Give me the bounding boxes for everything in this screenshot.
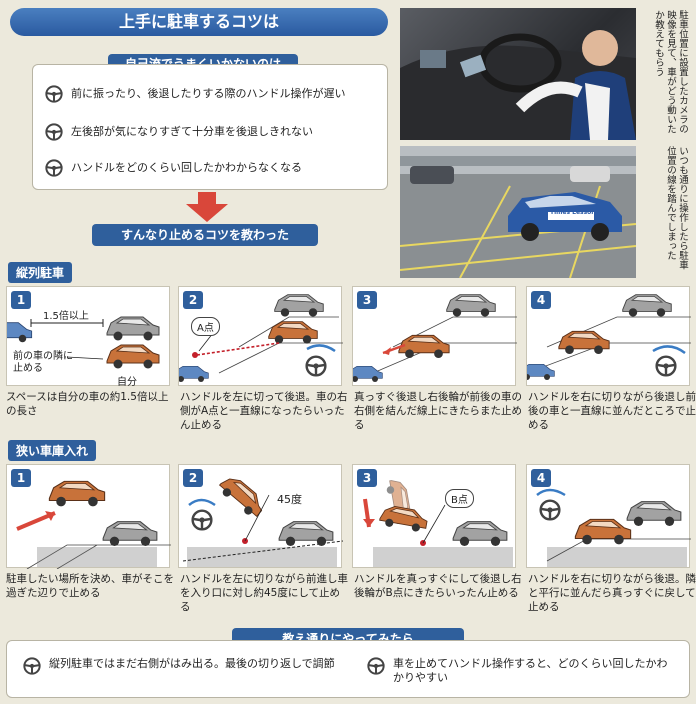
step-caption: スペースは自分の車の約1.5倍以上の長さ: [6, 391, 169, 417]
beside-label: 前の車の隣に止める: [13, 351, 73, 374]
step-caption: 駐車したい場所を決め、車がそこを過ぎた辺りで止める: [6, 573, 174, 599]
steering-wheel-icon: [45, 159, 63, 177]
result-text: 車を止めてハンドル操作すると、どのくらい回したかわかりやすい: [393, 657, 668, 684]
problem-text: 左後部が気になりすぎて十分車を後退しきれない: [71, 125, 313, 138]
step-number: 1: [11, 291, 31, 309]
result-text: 縦列駐車ではまだ右側がはみ出る。最後の切り返しで調節: [49, 657, 335, 670]
garage-step-panel: 2 45度: [178, 464, 343, 568]
problem-item: 左後部が気になりすぎて十分車を後退しきれない: [45, 123, 379, 141]
step-number: 3: [357, 291, 377, 309]
step-number: 3: [357, 469, 377, 487]
step-number: 1: [11, 469, 31, 487]
parallel-step-panel: 2 A点: [178, 286, 343, 386]
point-a-label: A点: [191, 317, 220, 336]
steering-wheel-icon: [45, 123, 63, 141]
problem-item: 前に振ったり、後退したりする際のハンドル操作が遅い: [45, 85, 379, 103]
point-b-label: B点: [445, 489, 474, 508]
photo-parking-lot: Times Lesson: [400, 146, 636, 278]
section-heading-garage: 狭い車庫入れ: [8, 440, 97, 461]
step-number: 2: [183, 291, 203, 309]
learned-heading: すんなり止めるコツを教わった: [92, 224, 318, 246]
photo-caption-2: いつも通りに操作したら駐車位置の線を踏んでしまった: [665, 146, 688, 270]
self-label: 自分: [117, 377, 137, 388]
result-item: 縦列駐車ではまだ右側がはみ出る。最後の切り返しで調節: [23, 657, 343, 675]
section-heading-parallel: 縦列駐車: [8, 262, 73, 283]
result-item: 車を止めてハンドル操作すると、どのくらい回したかわかりやすい: [367, 657, 677, 685]
car-brand-text: Times Lesson: [550, 209, 596, 216]
results-box: 縦列駐車ではまだ右側がはみ出る。最後の切り返しで調節 車を止めてハンドル操作する…: [6, 640, 690, 698]
step-number: 4: [531, 291, 551, 309]
down-arrow-icon: [186, 192, 228, 222]
page-title: 上手に駐車するコツは: [10, 8, 388, 36]
step-caption: ハンドルを右に切りながら後退。隣と平行に並んだら真っすぐに戻して止める: [528, 573, 696, 613]
photo-camera-review: [400, 8, 636, 140]
problem-item: ハンドルをどのくらい回したかわからなくなる: [45, 159, 379, 177]
parallel-step-panel: 3: [352, 286, 517, 386]
step-caption: ハンドルを左に切りながら前進し車を入り口に対し約45度にして止める: [180, 573, 348, 613]
parallel-step-panel: 1 1.5倍以上 前の車の隣に止める 自分: [6, 286, 170, 388]
angle-label: 45度: [277, 493, 302, 506]
steering-wheel-icon: [367, 657, 385, 675]
ratio-label: 1.5倍以上: [43, 311, 89, 322]
garage-step-panel: 3 B点: [352, 464, 516, 568]
steering-wheel-icon: [23, 657, 41, 675]
parallel-step-panel: 4: [526, 286, 691, 386]
problems-box: 前に振ったり、後退したりする際のハンドル操作が遅い 左後部が気になりすぎて十分車…: [32, 64, 388, 190]
step-number: 2: [183, 469, 203, 487]
step-caption: ハンドルを真っすぐにして後退し右後輪がB点にきたらいったん止める: [354, 573, 522, 599]
step-caption: 真っすぐ後退し右後輪が前後の車の右側を結んだ線上にきたらまた止める: [354, 391, 522, 431]
steering-wheel-icon: [45, 85, 63, 103]
garage-step-panel: 4: [526, 464, 691, 568]
garage-step-panel: 1: [6, 464, 171, 569]
photo-caption-1: 駐車位置に設置したカメラの映像を見て、車がどう動いたか教えてもらう: [653, 10, 688, 134]
step-caption: ハンドルを右に切りながら後退し前後の車と一直線に並んだところで止める: [528, 391, 696, 431]
problem-text: ハンドルをどのくらい回したかわからなくなる: [71, 161, 302, 174]
step-caption: ハンドルを左に切って後退。車の右側がA点と一直線になったらいったん止める: [180, 391, 348, 431]
step-number: 4: [531, 469, 551, 487]
problem-text: 前に振ったり、後退したりする際のハンドル操作が遅い: [71, 87, 346, 100]
